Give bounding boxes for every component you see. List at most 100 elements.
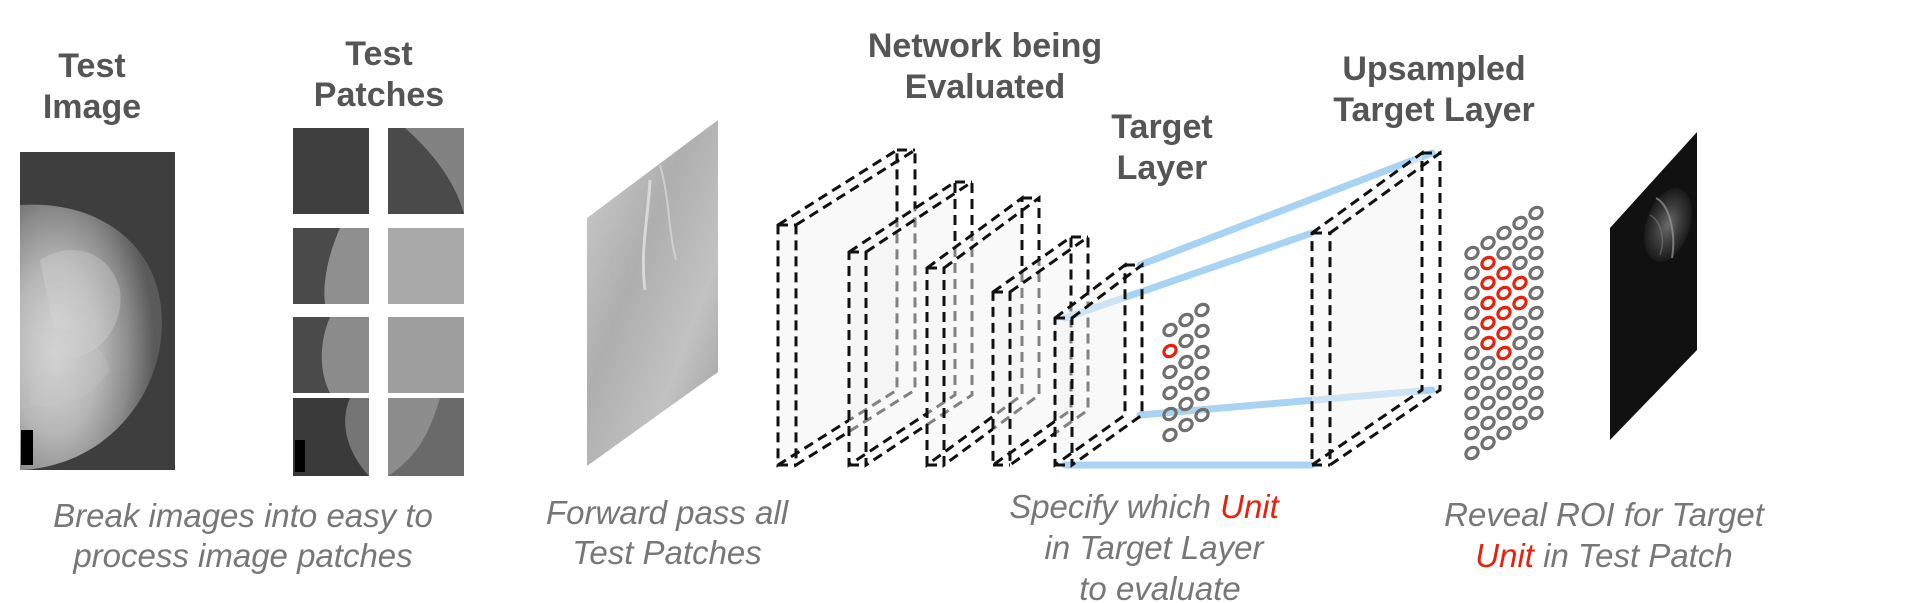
test-patch xyxy=(388,317,464,393)
roi-output-patch xyxy=(1610,132,1697,440)
upsampled-title: Upsampled Target Layer xyxy=(1333,50,1535,129)
unit-ring xyxy=(1512,395,1528,411)
unit-ring xyxy=(1528,365,1544,381)
unit-ring xyxy=(1464,425,1480,441)
unit-ring xyxy=(1528,305,1544,321)
unit-ring xyxy=(1512,315,1528,331)
selected-unit-ring xyxy=(1496,305,1512,321)
unit-ring xyxy=(1496,405,1512,421)
upsampled-title-line2: Target Layer xyxy=(1333,91,1535,129)
unit-ring xyxy=(1178,312,1194,328)
selected-unit-ring xyxy=(1496,325,1512,341)
unit-ring xyxy=(1162,385,1178,401)
selected-unit-ring xyxy=(1512,295,1528,311)
unit-ring xyxy=(1178,396,1194,412)
unit-ring xyxy=(1512,375,1528,391)
upsampled-target-layer xyxy=(1310,150,1442,468)
unit-ring xyxy=(1178,333,1194,349)
test-patch xyxy=(388,228,464,304)
caption-specify-unit: Specify which Unit in Target Layer to ev… xyxy=(1009,488,1280,603)
test-patches-title-line2: Patches xyxy=(314,76,444,114)
selected-unit-ring xyxy=(1512,275,1528,291)
upsampled-title-line1: Upsampled xyxy=(1342,50,1525,88)
unit-ring xyxy=(1496,225,1512,241)
unit-ring xyxy=(1528,265,1544,281)
selected-unit-ring xyxy=(1480,295,1496,311)
unit-ring xyxy=(1464,345,1480,361)
caption-specify-prefix: Specify which xyxy=(1009,488,1220,525)
selected-unit-ring xyxy=(1480,335,1496,351)
unit-ring xyxy=(1464,445,1480,461)
unit-ring xyxy=(1162,427,1178,443)
unit-ring xyxy=(1464,365,1480,381)
unit-ring xyxy=(1194,407,1210,423)
caption-break-line2: process image patches xyxy=(72,537,412,574)
caption-reveal-roi: Reveal ROI for Target Unit in Test Patch xyxy=(1444,496,1766,574)
unit-ring xyxy=(1194,344,1210,360)
unit-ring xyxy=(1464,405,1480,421)
unit-ring xyxy=(1496,245,1512,261)
unit-ring xyxy=(1528,245,1544,261)
unit-ring xyxy=(1464,265,1480,281)
unit-ring xyxy=(1480,435,1496,451)
caption-reveal-suffix: in Test Patch xyxy=(1534,537,1733,574)
test-patches-title: Test Patches xyxy=(314,35,444,114)
unit-ring xyxy=(1496,425,1512,441)
unit-ring xyxy=(1496,365,1512,381)
network-layer-4 xyxy=(991,234,1090,468)
unit-ring xyxy=(1528,205,1544,221)
network-title-line1: Network being xyxy=(868,27,1102,65)
unit-ring xyxy=(1512,255,1528,271)
unit-ring xyxy=(1162,364,1178,380)
target-layer-title: Target Layer xyxy=(1111,108,1212,187)
unit-ring xyxy=(1512,415,1528,431)
network-title-line2: Evaluated xyxy=(905,68,1066,106)
unit-ring xyxy=(1162,322,1178,338)
target-layer-title-line1: Target xyxy=(1111,108,1212,146)
caption-specify-unit-highlight: Unit xyxy=(1220,488,1281,525)
test-patches-title-line1: Test xyxy=(345,35,412,73)
unit-ring xyxy=(1480,375,1496,391)
caption-break-line1: Break images into easy to xyxy=(53,497,433,534)
caption-forward-line2: Test Patches xyxy=(572,534,762,571)
test-patches-grid xyxy=(293,128,464,476)
test-image-title-line2: Image xyxy=(43,88,141,126)
caption-specify-line2: in Target Layer xyxy=(1045,529,1266,566)
test-image-title: Test Image xyxy=(43,47,141,126)
unit-ring xyxy=(1528,345,1544,361)
caption-specify-line3: to evaluate xyxy=(1079,570,1240,603)
unit-ring xyxy=(1528,285,1544,301)
input-patch xyxy=(587,120,718,466)
unit-ring xyxy=(1512,235,1528,251)
selected-unit-ring xyxy=(1496,345,1512,361)
caption-reveal-unit-highlight: Unit xyxy=(1475,537,1536,574)
unit-ring xyxy=(1194,323,1210,339)
unit-ring xyxy=(1480,235,1496,251)
caption-reveal-line2: Unit in Test Patch xyxy=(1475,537,1732,574)
test-image-title-line1: Test xyxy=(58,47,125,85)
selected-unit-ring xyxy=(1496,265,1512,281)
unit-ring xyxy=(1512,215,1528,231)
unit-ring xyxy=(1480,395,1496,411)
target-layer-unit-grid xyxy=(1162,302,1210,443)
caption-break-images: Break images into easy to process image … xyxy=(53,497,433,574)
network-title: Network being Evaluated xyxy=(868,27,1102,106)
unit-ring xyxy=(1464,285,1480,301)
unit-ring xyxy=(1178,375,1194,391)
unit-ring xyxy=(1528,225,1544,241)
target-layer xyxy=(1053,261,1144,468)
test-image xyxy=(20,152,175,470)
unit-ring xyxy=(1528,405,1544,421)
unit-ring xyxy=(1178,354,1194,370)
unit-ring xyxy=(1464,325,1480,341)
unit-ring xyxy=(1528,385,1544,401)
unit-ring xyxy=(1162,406,1178,422)
unit-ring xyxy=(1480,355,1496,371)
network-layers xyxy=(776,147,1090,468)
caption-forward-line1: Forward pass all xyxy=(546,494,790,531)
unit-ring xyxy=(1464,245,1480,261)
caption-forward-pass: Forward pass all Test Patches xyxy=(546,494,790,571)
caption-reveal-line1: Reveal ROI for Target xyxy=(1444,496,1766,533)
unit-ring xyxy=(1194,302,1210,318)
